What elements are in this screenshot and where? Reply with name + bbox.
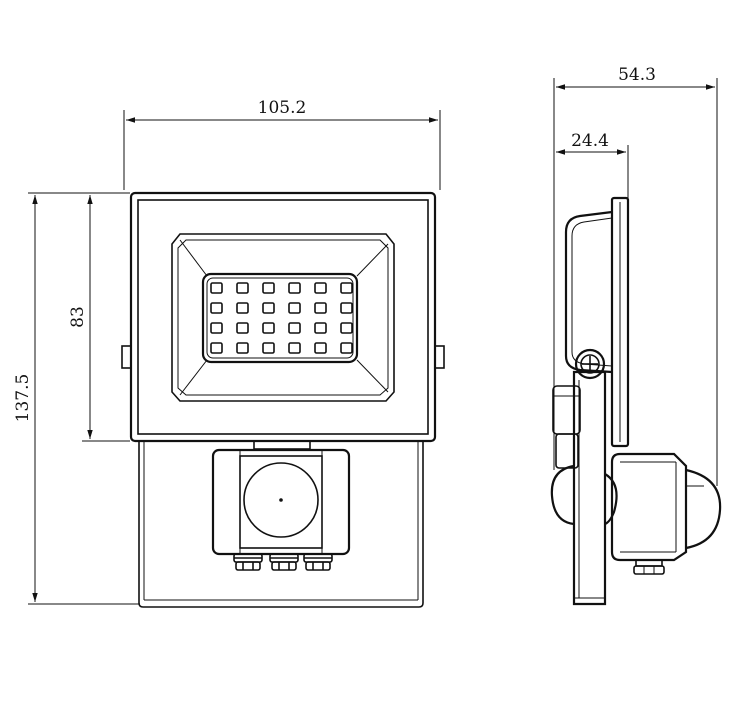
sensor-face [239,455,323,549]
dimension-label-height-body: 83 [68,306,88,328]
led-icon [210,322,223,334]
joint-round-left [550,464,575,526]
led-icon [236,342,249,354]
dimension-height-total: 137.5 [13,192,140,605]
led-icon [262,282,275,294]
led-icon [210,282,223,294]
right-bracket [434,345,445,369]
sensor-mount-plate [138,441,424,608]
lamp-housing [129,191,437,443]
control-knob [303,553,333,571]
led-icon [288,282,301,294]
led-icon [314,282,327,294]
dimension-width-front: 105.2 [123,98,441,190]
led-icon [236,322,249,334]
heat-sink [564,210,613,374]
housing-inner-frame [137,199,429,435]
led-icon [340,302,353,314]
led-icon [314,322,327,334]
sensor-neck [253,440,311,450]
side-control-knob [633,559,665,575]
control-knob [233,553,263,571]
led-icon [340,342,353,354]
led-icon [262,342,275,354]
dimension-label-height-total: 137.5 [13,374,33,423]
led-icon [210,302,223,314]
side-view: 54.3 24.4 [550,65,722,606]
dimension-depth-body: 24.4 [556,131,629,198]
sensor-housing [211,448,351,556]
led-panel [201,272,359,364]
led-icon [340,322,353,334]
dimension-label-depth-body: 24.4 [571,131,609,151]
joint-round-right [604,473,618,526]
led-icon [288,302,301,314]
reflector [171,233,395,402]
led-icon [340,282,353,294]
dimension-label-width: 105.2 [258,98,307,118]
control-knob [269,553,299,571]
led-icon [236,302,249,314]
led-icon [262,322,275,334]
front-view: 105.2 137.5 83 [13,98,445,608]
dimension-label-depth-total: 54.3 [618,65,656,85]
led-icon [210,342,223,354]
led-icon [262,302,275,314]
led-grid [210,282,353,354]
sensor-housing-side [610,452,688,562]
front-glass-side [610,196,630,448]
joint-block-upper [552,385,581,435]
dimension-depth-total: 54.3 [553,65,718,486]
led-icon [236,282,249,294]
led-icon [314,342,327,354]
pir-sensor-lens [243,462,319,538]
led-icon [288,322,301,334]
screw-icon [574,348,606,380]
control-knobs [233,553,333,571]
led-icon [314,302,327,314]
left-bracket [121,345,132,369]
pir-lens-side [685,468,722,550]
dimension-height-body: 83 [68,192,130,442]
led-icon [288,342,301,354]
